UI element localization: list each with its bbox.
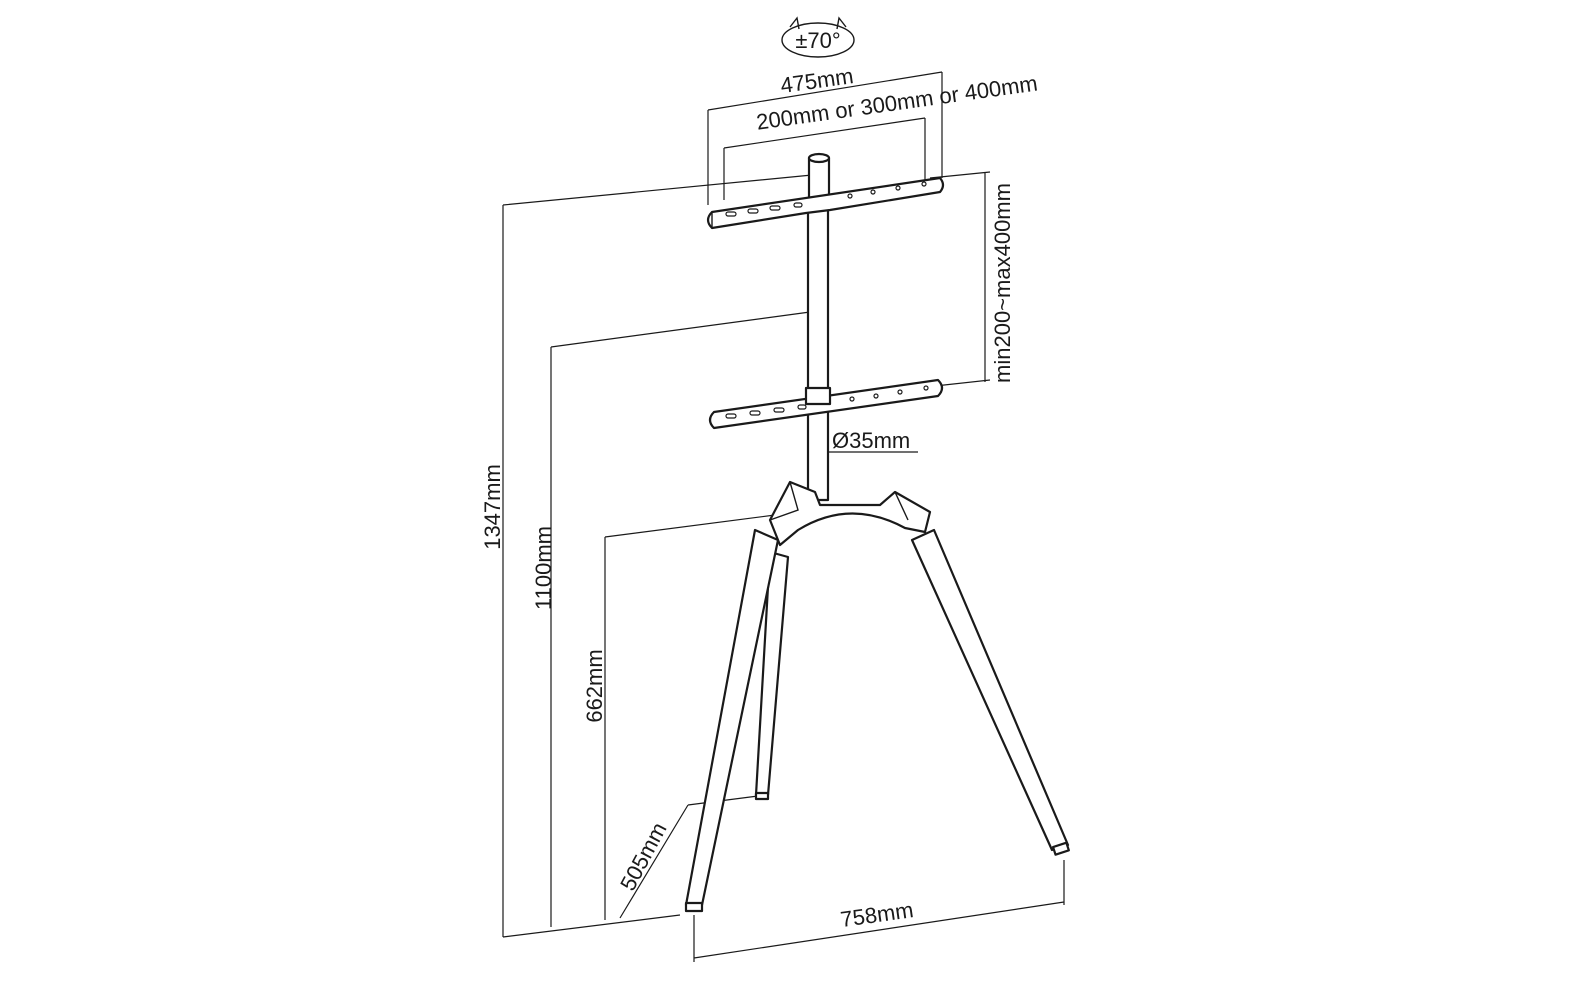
dimension-lines <box>502 71 1065 962</box>
mount-height-label: 1100mm <box>531 526 556 610</box>
leg-height-label: 662mm <box>582 649 607 722</box>
mount-width-label: 475mm <box>779 63 855 98</box>
total-height-label: 1347mm <box>480 464 505 550</box>
rotation-label: ±70° <box>795 28 840 53</box>
top-bracket-holes <box>725 181 927 217</box>
top-bracket <box>706 176 945 230</box>
leg-depth-label: 505mm <box>615 818 672 895</box>
bottom-bracket <box>708 378 944 430</box>
bottom-bracket-holes <box>725 385 929 419</box>
rotation-indicator: ±70° <box>781 16 855 58</box>
dimension-labels: 475mm 200mm or 300mm or 400mm min200~max… <box>480 63 1039 932</box>
bracket-spacing-label: min200~max400mm <box>990 183 1015 383</box>
pole-diameter-label: Ø35mm <box>832 428 910 453</box>
tripod-base <box>684 480 1070 913</box>
